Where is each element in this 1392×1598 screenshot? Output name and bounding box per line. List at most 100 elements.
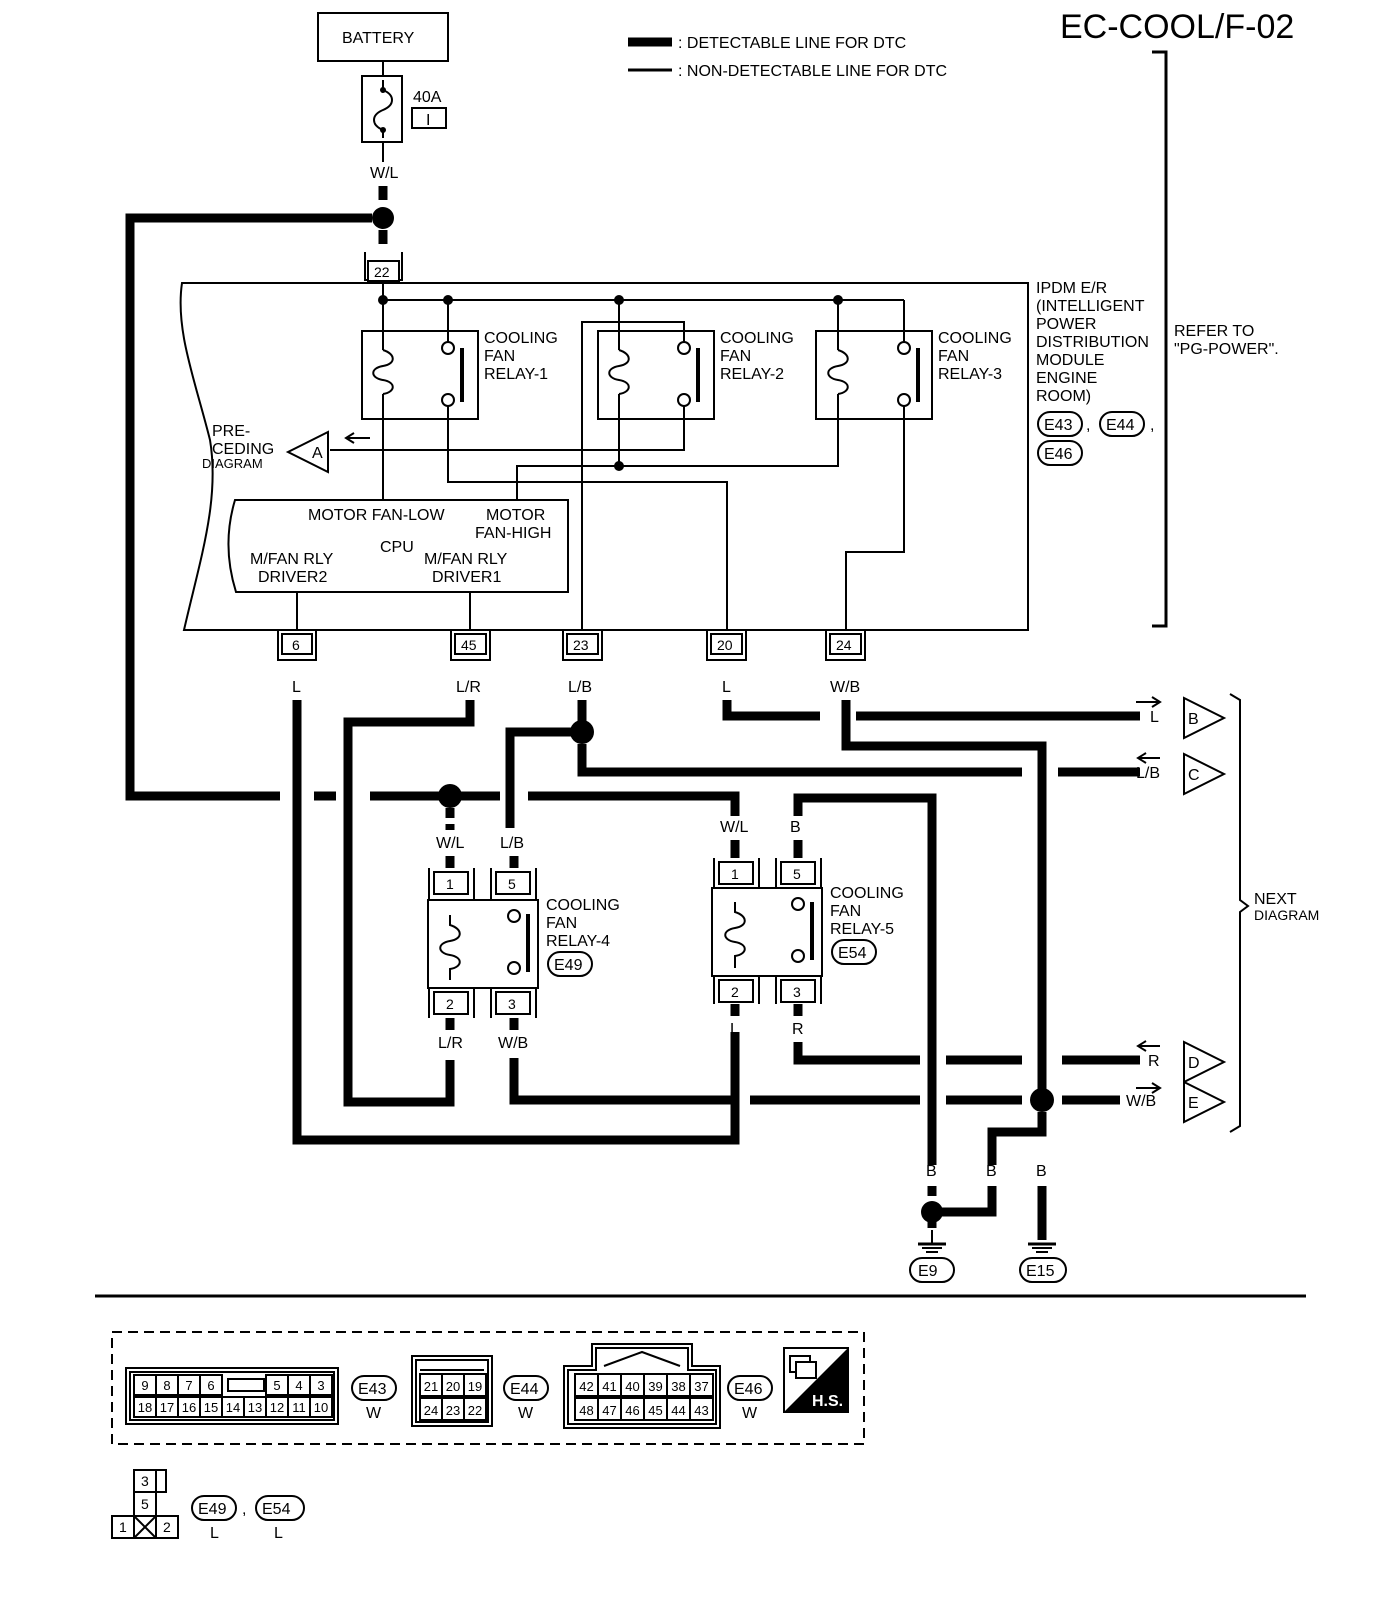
- svg-text:3: 3: [141, 1473, 149, 1489]
- next-arrow-e: W/B E: [1126, 1080, 1227, 1124]
- e54-id: E54: [262, 1501, 291, 1518]
- connector-pin-label: 6: [207, 1378, 214, 1393]
- connector-pin-cell: [309, 1374, 333, 1396]
- next-arrow-d: R D: [1136, 1040, 1227, 1084]
- relay5-wire-p2: L: [730, 1021, 739, 1038]
- connector-pin-label: 46: [625, 1403, 639, 1418]
- svg-text:E: E: [1188, 1095, 1199, 1112]
- relay-3-box: [815, 330, 933, 420]
- connector-pin-label: 12: [270, 1400, 284, 1415]
- connector-pin-label: 4: [295, 1378, 302, 1393]
- svg-text:(INTELLIGENT: (INTELLIGENT: [1036, 298, 1145, 315]
- svg-text:5: 5: [141, 1496, 149, 1512]
- ipdm-conn-e44: E44: [1106, 417, 1135, 434]
- svg-text:3: 3: [793, 984, 801, 1000]
- relay-1-line-2: FAN: [484, 348, 515, 365]
- svg-text:23: 23: [573, 637, 589, 653]
- relay-1-line-1: COOLING: [484, 330, 558, 347]
- ground-wire-2: B: [986, 1163, 997, 1180]
- connector-pin-cell: [463, 1373, 487, 1397]
- connector-pin-label: 15: [204, 1400, 218, 1415]
- relay-4-line-1: COOLING: [546, 897, 620, 914]
- svg-text:POWER: POWER: [1036, 316, 1096, 333]
- ground-e15-icon: [1028, 1242, 1056, 1253]
- preceding-line-2: CEDING: [212, 441, 274, 458]
- relay-2-line-2: FAN: [720, 348, 751, 365]
- connector-pin-label: 19: [468, 1379, 482, 1394]
- e46-id: E46: [734, 1381, 763, 1398]
- connector-pin-label: 24: [424, 1403, 438, 1418]
- next-diagram-bracket: [1229, 693, 1250, 1133]
- connector-pin-cell: [309, 1396, 333, 1418]
- e44-color: W: [518, 1405, 534, 1422]
- ipdm-pin-45: 45 L/R: [450, 630, 491, 696]
- legend-non-detectable: : NON-DETECTABLE LINE FOR DTC: [678, 63, 947, 80]
- connector-pin-label: 41: [602, 1379, 616, 1394]
- relay-2-line-1: COOLING: [720, 330, 794, 347]
- e49-color: L: [210, 1525, 219, 1542]
- relay5-wire-p1: W/L: [720, 819, 749, 836]
- relay5-wire-p3: R: [792, 1021, 804, 1038]
- connector-pin-label: 23: [446, 1403, 460, 1418]
- e43-id: E43: [358, 1381, 387, 1398]
- wire-pin-6: L: [292, 679, 301, 696]
- relay-2-coil-icon: [608, 349, 630, 395]
- splice-dot: [921, 1201, 943, 1223]
- svg-text:24: 24: [836, 637, 852, 653]
- cpu-box: [227, 499, 569, 593]
- ground-wire-3: B: [1036, 1163, 1047, 1180]
- connector-pin-label: 40: [625, 1379, 639, 1394]
- refer-line-2: "PG-POWER".: [1174, 341, 1279, 358]
- connector-pin-label: 5: [273, 1378, 280, 1393]
- relay-5-coil-icon: [724, 902, 746, 968]
- svg-text:2: 2: [731, 984, 739, 1000]
- e49-id: E49: [198, 1501, 227, 1518]
- preceding-line-1: PRE-: [212, 423, 250, 440]
- cpu-motor-fan-high-1: MOTOR: [486, 507, 545, 524]
- relay-5-line-1: COOLING: [830, 885, 904, 902]
- ground-e9: E9: [918, 1263, 938, 1280]
- connector-pin-label: 10: [314, 1400, 328, 1415]
- connector-pin-label: 21: [424, 1379, 438, 1394]
- connector-pin-cell: [689, 1397, 714, 1421]
- relay-4-line-2: FAN: [546, 915, 577, 932]
- e54-color: L: [274, 1525, 283, 1542]
- connector-pin-cell: [463, 1397, 487, 1421]
- relay4-wire-p5: L/B: [500, 835, 524, 852]
- preceding-tag: A: [312, 445, 323, 462]
- relay5-wire-p5: B: [790, 819, 801, 836]
- svg-text:D: D: [1188, 1055, 1200, 1072]
- next-diagram-1: NEXT: [1254, 891, 1297, 908]
- svg-text:,: ,: [242, 1501, 246, 1518]
- connector-pin-cell: [199, 1374, 223, 1396]
- svg-text:6: 6: [292, 637, 300, 653]
- relay-1-line-3: RELAY-1: [484, 366, 548, 383]
- svg-text:2: 2: [446, 996, 454, 1012]
- cpu-motor-fan-high-2: FAN-HIGH: [475, 525, 551, 542]
- relay-1-box: [361, 330, 479, 420]
- connector-pin-label: 8: [163, 1378, 170, 1393]
- svg-text:DISTRIBUTION: DISTRIBUTION: [1036, 334, 1149, 351]
- ipdm-bracket: [1152, 50, 1168, 628]
- connector-pin-label: 18: [138, 1400, 152, 1415]
- hs-label: H.S.: [812, 1393, 843, 1410]
- svg-text:5: 5: [508, 876, 516, 892]
- battery-box: [317, 12, 449, 62]
- ipdm-pin-24: 24 W/B: [825, 630, 866, 696]
- connector-views-frame: [111, 1331, 865, 1445]
- connector-pin-label: 39: [648, 1379, 662, 1394]
- svg-text:ENGINE: ENGINE: [1036, 370, 1097, 387]
- next-arrow-b: L B: [1136, 696, 1227, 740]
- svg-text:B: B: [1188, 711, 1199, 728]
- svg-text:,: ,: [1086, 417, 1090, 434]
- relay-5-line-2: FAN: [830, 903, 861, 920]
- relay4-wire-p3: W/B: [498, 1035, 528, 1052]
- relay-3-line-1: COOLING: [938, 330, 1012, 347]
